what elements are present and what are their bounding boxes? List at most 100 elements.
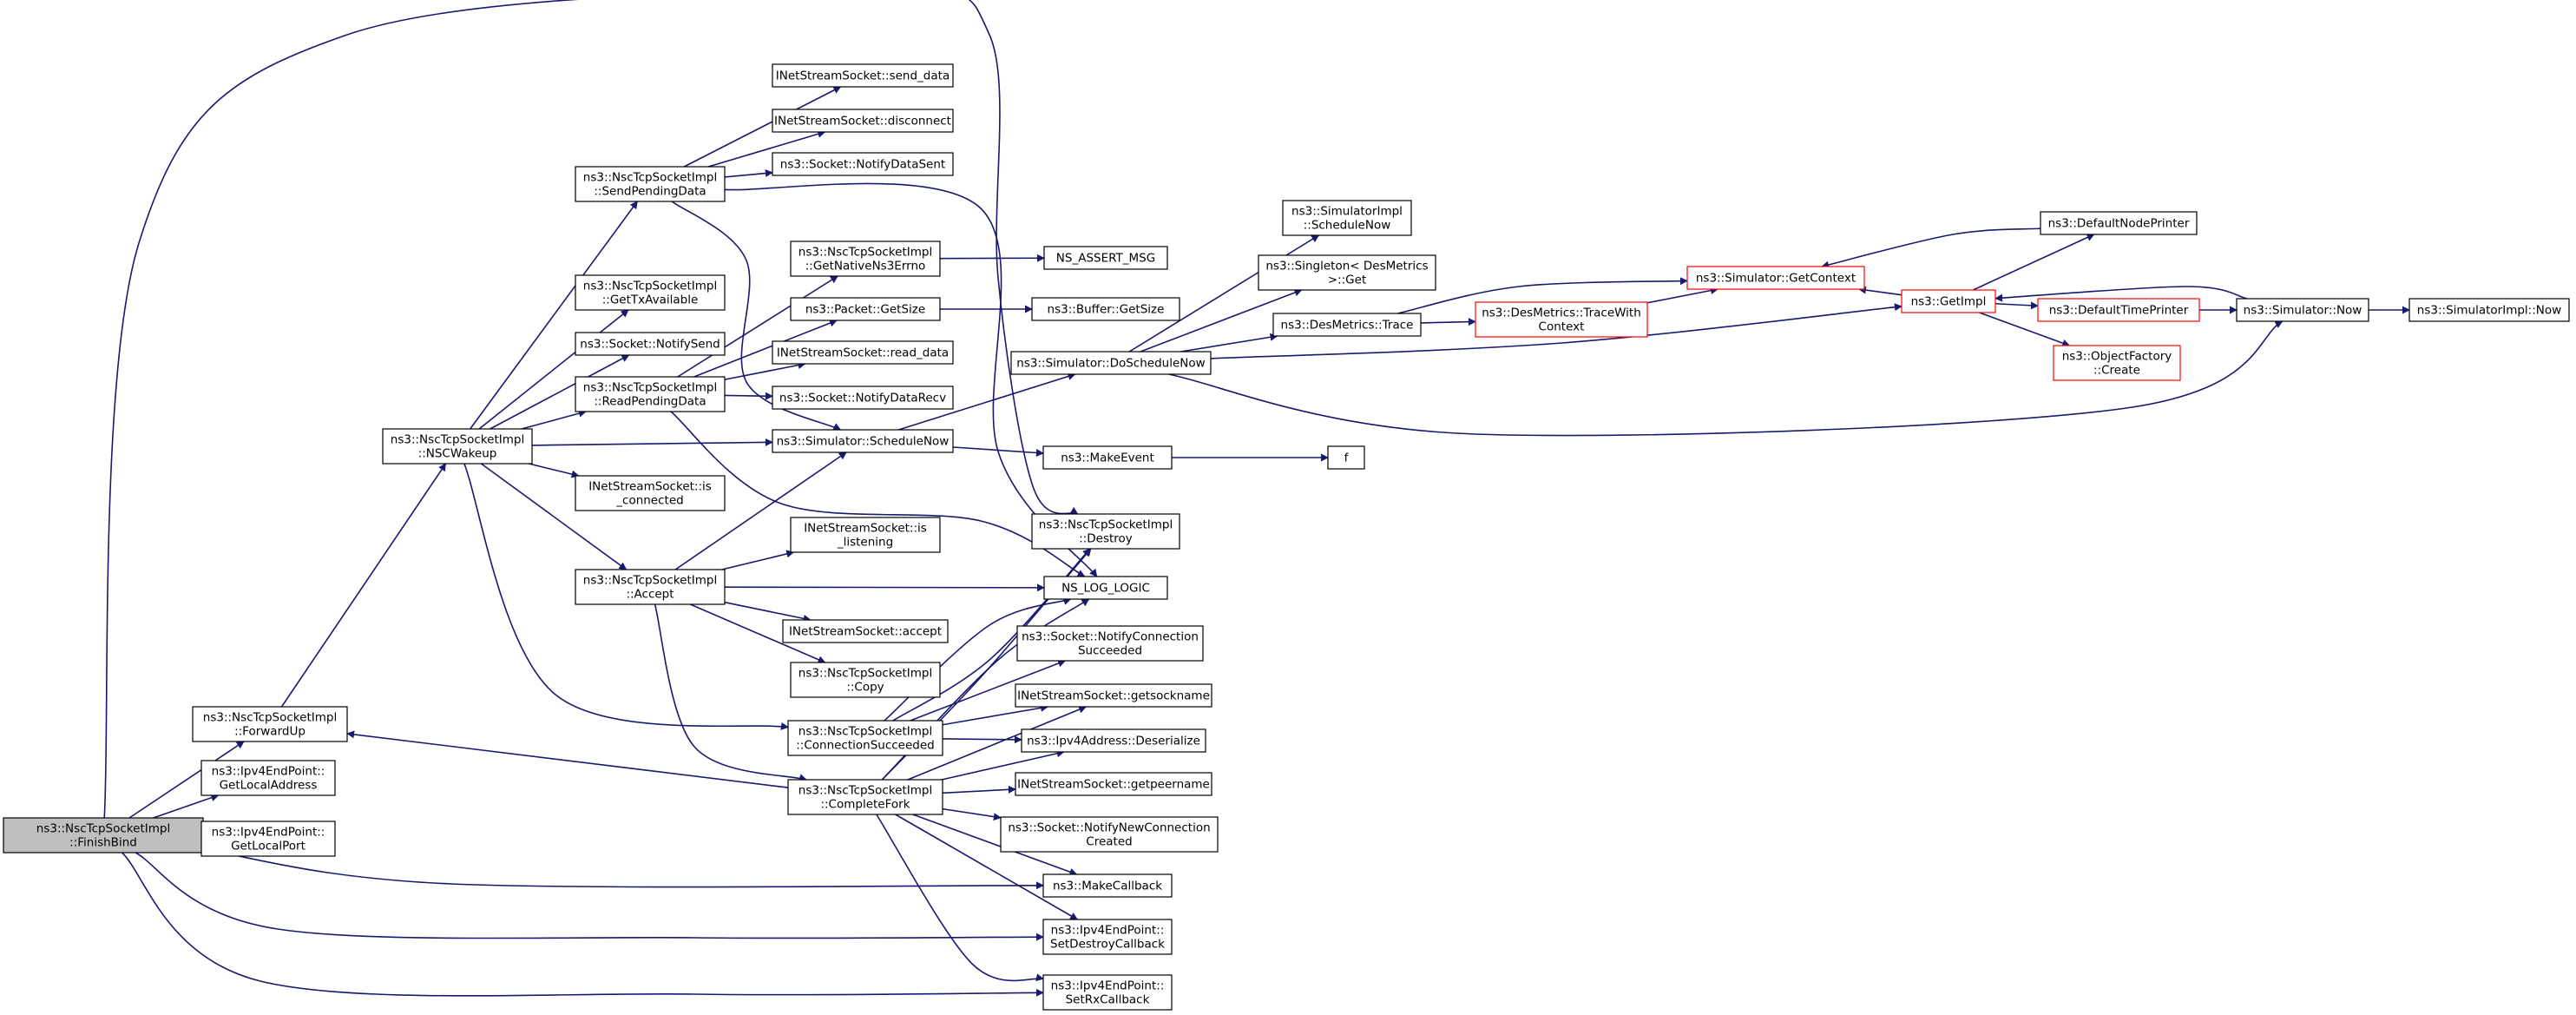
node-label-line: ::ScheduleNow: [1304, 219, 1391, 233]
node-nscwakeup[interactable]: ns3::NscTcpSocketImpl::NSCWakeup: [382, 428, 533, 465]
edge-getimpl-to-getcontext: [1857, 286, 1902, 296]
node-readpendingdata[interactable]: ns3::NscTcpSocketImpl::ReadPendingData: [575, 376, 726, 412]
edge-nscwakeup-to-schedulenow: [531, 438, 773, 446]
node-label-line: ns3::Ipv4EndPoint::: [1051, 924, 1165, 938]
edge-doschedulenow-to-desmetrics_trace: [1180, 333, 1278, 353]
node-gettxavailable[interactable]: ns3::NscTcpSocketImpl::GetTxAvailable: [575, 274, 726, 311]
node-label-line: GetLocalPort: [231, 840, 306, 854]
node-label-line: ns3::MakeCallback: [1053, 880, 1162, 893]
node-getlocaladdress[interactable]: ns3::Ipv4EndPoint::GetLocalAddress: [200, 760, 336, 796]
node-simimpl-now[interactable]: ns3::SimulatorImpl::Now: [2408, 298, 2570, 322]
edge-nscwakeup-to-sendpendingdata: [470, 201, 638, 430]
node-notifydatarecv[interactable]: ns3::Socket::NotifyDataRecv: [772, 386, 954, 410]
node-box: [1282, 200, 1412, 236]
node-desmetrics-trace[interactable]: ns3::DesMetrics::Trace: [1272, 313, 1422, 337]
node-sendpendingdata[interactable]: ns3::NscTcpSocketImpl::SendPendingData: [575, 166, 726, 202]
node-getnativeerrno[interactable]: ns3::NscTcpSocketImpl::GetNativeNs3Errno: [790, 241, 941, 277]
node-box: [1043, 576, 1168, 600]
node-connsucceeded[interactable]: ns3::NscTcpSocketImpl::ConnectionSucceed…: [787, 720, 943, 756]
node-f[interactable]: f: [1327, 445, 1365, 470]
node-destroy[interactable]: ns3::NscTcpSocketImpl::Destroy: [1031, 513, 1180, 550]
node-box: [575, 332, 726, 356]
node-label-line: ns3::NscTcpSocketImpl: [583, 381, 717, 395]
node-label-line: INetStreamSocket::is: [588, 480, 712, 494]
node-disconnect[interactable]: INetStreamSocket::disconnect: [772, 109, 954, 133]
node-sim-now[interactable]: ns3::Simulator::Now: [2236, 298, 2369, 322]
node-label-line: SetRxCallback: [1066, 993, 1150, 1007]
node-simimpl-schednow[interactable]: ns3::SimulatorImpl::ScheduleNow: [1282, 200, 1412, 236]
edge-accept_impl-to-copy: [690, 603, 826, 663]
node-objfactory-create[interactable]: ns3::ObjectFactory::Create: [2053, 345, 2181, 381]
node-finishbind[interactable]: ns3::NscTcpSocketImpl::FinishBind: [3, 817, 204, 854]
node-box: [790, 517, 941, 553]
node-getsize[interactable]: ns3::Packet::GetSize: [790, 297, 941, 321]
node-schedulenow[interactable]: ns3::Simulator::ScheduleNow: [772, 429, 954, 453]
node-ns-log-logic[interactable]: NS_LOG_LOGIC: [1043, 576, 1168, 600]
edge-tracewithcontext-to-getcontext: [1646, 287, 1718, 304]
edge-getimpl-to-defnodeprinter: [1972, 234, 2095, 291]
node-box: [772, 63, 954, 88]
node-getcontext[interactable]: ns3::Simulator::GetContext: [1686, 266, 1865, 290]
edge-completefork-to-getpeername: [942, 785, 1016, 794]
node-label-line: ns3::MakeEvent: [1061, 451, 1154, 465]
node-isconnected[interactable]: INetStreamSocket::is_connected: [575, 475, 726, 511]
node-notifydatasent[interactable]: ns3::Socket::NotifyDataSent: [772, 152, 954, 176]
node-getlocalport[interactable]: ns3::Ipv4EndPoint::GetLocalPort: [200, 821, 336, 857]
node-label-line: ::GetNativeNs3Errno: [805, 260, 926, 274]
node-doschedulenow[interactable]: ns3::Simulator::DoScheduleNow: [1010, 351, 1212, 375]
node-setrxcb[interactable]: ns3::Ipv4EndPoint::SetRxCallback: [1042, 974, 1173, 1011]
node-label-line: ::SendPendingData: [594, 185, 706, 199]
node-notifysend[interactable]: ns3::Socket::NotifySend: [575, 332, 726, 356]
node-defnodeprinter[interactable]: ns3::DefaultNodePrinter: [2040, 211, 2198, 235]
node-getsockname[interactable]: INetStreamSocket::getsockname: [1015, 683, 1212, 708]
edge-completefork-to-forwardup: [346, 730, 789, 788]
node-buffer-getsize[interactable]: ns3::Buffer::GetSize: [1031, 297, 1180, 321]
edge-completefork-to-setdestroycb: [895, 814, 1079, 920]
node-getpeername[interactable]: INetStreamSocket::getpeername: [1015, 772, 1212, 796]
node-box: [772, 386, 954, 410]
node-label-line: ::NSCWakeup: [418, 447, 497, 461]
node-deftimeprinter[interactable]: ns3::DefaultTimePrinter: [2037, 298, 2200, 322]
node-setdestroycb[interactable]: ns3::Ipv4EndPoint::SetDestroyCallback: [1042, 919, 1173, 955]
node-completefork[interactable]: ns3::NscTcpSocketImpl::CompleteFork: [787, 779, 943, 815]
node-singleton-get[interactable]: ns3::Singleton< DesMetrics >::Get: [1258, 254, 1436, 291]
node-accept-impl[interactable]: ns3::NscTcpSocketImpl::Accept: [575, 569, 726, 605]
edge-nscwakeup-to-notifysend: [490, 354, 630, 430]
node-read-data[interactable]: INetStreamSocket::read_data: [772, 340, 954, 365]
node-label-line: ns3::DefaultTimePrinter: [2049, 304, 2189, 318]
node-label-line: ns3::SimulatorImpl::Now: [2417, 304, 2561, 318]
node-label-line: ns3::NscTcpSocketImpl: [203, 711, 337, 725]
node-box: [772, 152, 954, 176]
node-label-line: ns3::NscTcpSocketImpl: [798, 725, 932, 739]
node-label-line: ::GetTxAvailable: [602, 293, 699, 307]
edge-finishbind-to-forwardup: [128, 741, 245, 819]
node-forwardup[interactable]: ns3::NscTcpSocketImpl::ForwardUp: [192, 706, 348, 742]
node-copy[interactable]: ns3::NscTcpSocketImpl::Copy: [790, 662, 941, 698]
node-islistening[interactable]: INetStreamSocket::is_listening: [790, 517, 941, 553]
node-label-line: ns3::Socket::NotifyDataRecv: [779, 392, 946, 405]
node-label-line: INetStreamSocket::getsockname: [1017, 689, 1210, 703]
node-ns-assert[interactable]: NS_ASSERT_MSG: [1043, 246, 1168, 270]
node-label-line: INetStreamSocket::disconnect: [774, 115, 951, 129]
edge-desmetrics_trace-to-getcontext: [1397, 277, 1688, 314]
node-makeevent[interactable]: ns3::MakeEvent: [1042, 445, 1173, 470]
node-deserialize[interactable]: ns3::Ipv4Address::Deserialize: [1021, 728, 1206, 753]
edge-connsucceeded-to-notifyconnsucc: [910, 659, 1067, 722]
node-box: [1010, 351, 1212, 375]
edge-completefork-to-setrxcb: [876, 814, 1044, 982]
node-makecallback[interactable]: ns3::MakeCallback: [1042, 873, 1173, 898]
node-send-data[interactable]: INetStreamSocket::send_data: [772, 63, 954, 88]
edge-nscwakeup-to-accept_impl: [480, 463, 628, 570]
edge-sendpendingdata-to-disconnect: [707, 130, 826, 168]
node-inet-accept[interactable]: INetStreamSocket::accept: [782, 619, 949, 643]
edge-readpendingdata-to-getnativeerrno: [677, 275, 838, 378]
node-label-line: ns3::Ipv4EndPoint::: [212, 826, 325, 840]
node-box: [787, 720, 943, 756]
node-label-line: ::Accept: [626, 588, 674, 602]
node-getimpl[interactable]: ns3::GetImpl: [1901, 289, 1996, 313]
node-box: [200, 760, 336, 796]
